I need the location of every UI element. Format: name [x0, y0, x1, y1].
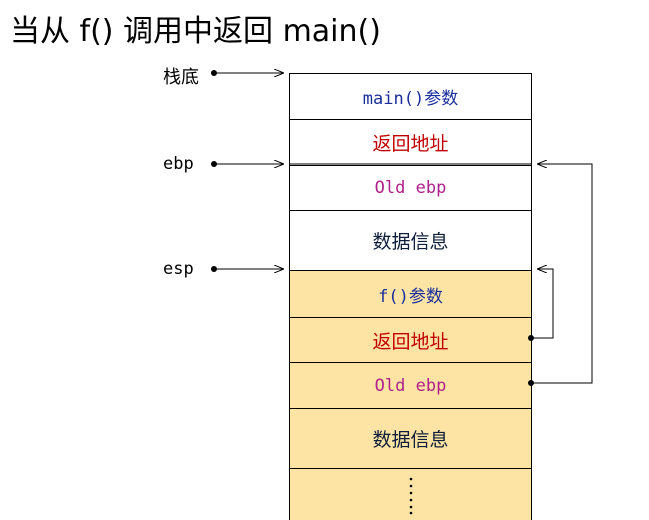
stack-cell-main-data: 数据信息	[289, 210, 532, 270]
stack-cell-main-params: main()参数	[289, 73, 532, 119]
f-old-ebp-text: Old ebp	[374, 375, 447, 396]
vertical-ellipsis-icon	[409, 477, 412, 514]
ebp-label: ebp	[163, 154, 194, 174]
stack-bottom-arrow	[211, 70, 283, 76]
esp-arrow	[211, 266, 283, 272]
stack-cell-f-old-ebp: Old ebp	[289, 362, 532, 408]
stack-diagram: main()参数 返回地址 Old ebp 数据信息 f()参数 返回地址 Ol…	[289, 73, 532, 520]
stack-cell-f-params: f()参数	[289, 270, 532, 317]
stack-cell-main-old-ebp: Old ebp	[289, 165, 532, 210]
f-data-text: 数据信息	[372, 429, 449, 451]
page-title: 当从 f() 调用中返回 main()	[10, 14, 381, 49]
stack-cell-continuation	[289, 468, 532, 520]
stack-cell-main-return-addr: 返回地址	[289, 119, 532, 165]
main-params-text: main()参数	[362, 89, 459, 109]
main-return-addr-text: 返回地址	[372, 133, 449, 155]
return-addr-link	[528, 269, 554, 341]
main-data-text: 数据信息	[372, 231, 449, 253]
ebp-arrow	[211, 161, 283, 167]
f-params-text: f()参数	[378, 286, 443, 307]
stack-cell-f-return-addr: 返回地址	[289, 317, 532, 362]
stack-cell-f-data: 数据信息	[289, 408, 532, 468]
old-ebp-link	[528, 164, 593, 386]
stack-bottom-label: 栈底	[163, 67, 199, 88]
f-return-addr-text: 返回地址	[372, 330, 449, 353]
esp-label: esp	[163, 259, 194, 279]
main-old-ebp-text: Old ebp	[374, 178, 447, 198]
